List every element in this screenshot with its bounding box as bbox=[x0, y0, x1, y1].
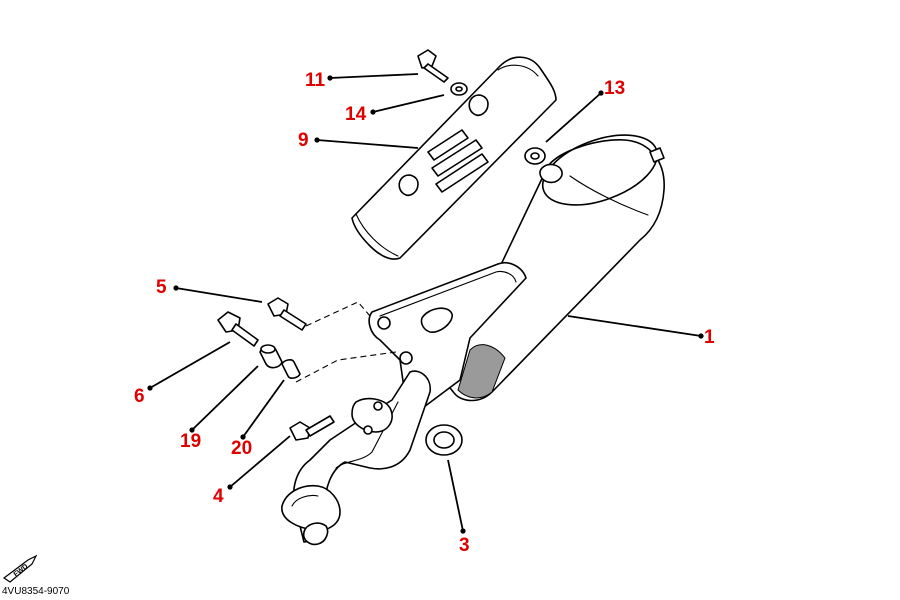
callout-4: 4 bbox=[213, 486, 224, 507]
callout-13: 13 bbox=[604, 78, 625, 99]
callout-3: 3 bbox=[459, 535, 470, 556]
bolt-4 bbox=[289, 415, 335, 441]
gasket-3 bbox=[425, 424, 463, 456]
washer-14 bbox=[450, 82, 468, 96]
heat-protector bbox=[351, 56, 557, 260]
assembly-guide-lines bbox=[295, 301, 397, 383]
collar-19 bbox=[259, 344, 283, 369]
bolt-6 bbox=[217, 311, 259, 347]
callout-19: 19 bbox=[180, 431, 201, 452]
callout-11: 11 bbox=[305, 70, 326, 91]
bolt-11 bbox=[417, 49, 449, 83]
callout-labels: 11 14 9 13 5 1 6 19 20 4 3 bbox=[134, 70, 715, 556]
bolt-5 bbox=[267, 297, 307, 331]
callout-1: 1 bbox=[704, 327, 715, 348]
callout-9: 9 bbox=[298, 130, 309, 151]
callout-5: 5 bbox=[156, 277, 167, 298]
diagram-code: 4VU8354-9070 bbox=[2, 586, 70, 597]
fwd-label: FWD bbox=[13, 563, 30, 578]
callout-20: 20 bbox=[231, 438, 252, 459]
muffler bbox=[444, 134, 665, 402]
callout-14: 14 bbox=[345, 104, 367, 125]
callout-6: 6 bbox=[134, 386, 145, 407]
exhaust-pipe bbox=[281, 370, 431, 546]
collar-20 bbox=[281, 359, 301, 379]
leader-lines bbox=[147, 73, 704, 534]
forward-direction-icon: FWD bbox=[2, 554, 38, 583]
washer-13 bbox=[524, 147, 546, 165]
